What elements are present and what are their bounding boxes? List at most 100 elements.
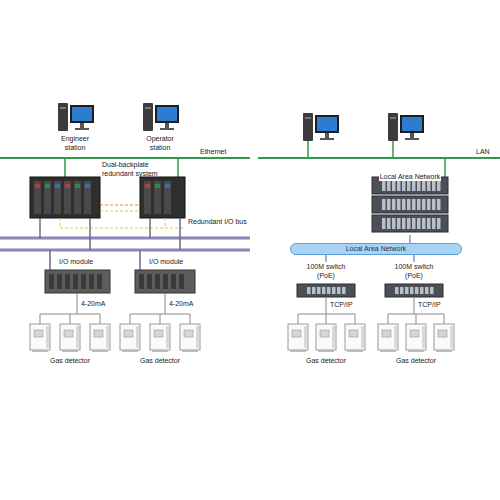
wire <box>165 293 166 314</box>
io-slot <box>163 274 168 289</box>
pc-tower <box>58 103 68 131</box>
pc-tower <box>143 103 153 131</box>
io-slot <box>65 274 70 289</box>
lan-drop <box>392 141 394 158</box>
annotation-label: Ethernet <box>200 147 226 156</box>
node-label: 100M switch (PoE) <box>389 262 439 280</box>
rack-card <box>54 181 61 214</box>
switch-port <box>417 218 421 229</box>
switch-port <box>402 199 406 210</box>
annotation-label: TCP/IP <box>330 300 353 309</box>
pc-screen <box>72 107 92 121</box>
switch-port <box>407 218 411 229</box>
io-slot <box>171 274 176 289</box>
gas-detector-window <box>154 330 163 337</box>
gas-detector-body <box>90 324 110 350</box>
gas-detector-body <box>180 324 200 350</box>
io-slot <box>57 274 62 289</box>
switch-port <box>395 287 399 294</box>
gas-detector-side <box>450 326 453 348</box>
rack-led <box>165 184 170 188</box>
node-label: Operator station <box>137 134 183 152</box>
switch-port <box>307 287 311 294</box>
pc-tower <box>388 113 398 141</box>
switch-port <box>327 287 331 294</box>
pc-stand <box>410 133 414 138</box>
rack-card <box>154 181 161 214</box>
ethernet-line <box>0 157 250 159</box>
switch-port <box>392 199 396 210</box>
switch-port <box>382 199 386 210</box>
switch-port <box>387 218 391 229</box>
pc-monitor <box>70 105 94 123</box>
switch-port <box>317 287 321 294</box>
switch-port <box>430 287 434 294</box>
lan-drop <box>444 158 446 177</box>
wire <box>326 314 327 324</box>
gas-detector-base <box>32 350 48 352</box>
wire <box>190 314 191 324</box>
workstation: Engineer station <box>52 103 98 152</box>
switch-port <box>410 287 414 294</box>
rack-card <box>34 181 41 214</box>
annotation-label: 4-20mA <box>169 299 194 308</box>
gas-detector-base <box>122 350 138 352</box>
switch-port <box>407 180 411 191</box>
switch-port <box>432 218 436 229</box>
gas-detector-window <box>94 330 103 337</box>
rack-card <box>84 181 91 214</box>
gas-detector-base <box>318 350 334 352</box>
switch-port <box>332 287 336 294</box>
bus-drop <box>89 218 91 250</box>
annotation-label: Gas detector <box>140 356 180 365</box>
ethernet-drop <box>177 158 179 177</box>
controller-rack <box>30 177 100 218</box>
gas-detector-window <box>34 330 43 337</box>
switch-port <box>402 218 406 229</box>
redundant-link <box>60 218 61 228</box>
node-label: Local Area Network <box>291 244 461 254</box>
rack-led <box>75 184 80 188</box>
switch-port <box>387 180 391 191</box>
switch-port <box>437 218 441 229</box>
io-slot <box>179 274 184 289</box>
node-label: Local Area Network <box>379 172 442 181</box>
switch-port <box>405 287 409 294</box>
gas-detector-base <box>92 350 108 352</box>
gas-detector-side <box>46 326 49 348</box>
pc-monitor <box>155 105 179 123</box>
gas-detector-side <box>196 326 199 348</box>
network-band: Local Area Network <box>290 243 462 255</box>
gas-detector-base <box>408 350 424 352</box>
rack-led <box>45 184 50 188</box>
redundant-link <box>60 228 185 229</box>
annotation-label: TCP/IP <box>418 300 441 309</box>
switch-port <box>420 287 424 294</box>
gas-detector-side <box>106 326 109 348</box>
switch-port <box>427 199 431 210</box>
switch-port <box>382 180 386 191</box>
wire <box>444 314 445 324</box>
redundant-link <box>100 205 140 206</box>
gas-detector-side <box>332 326 335 348</box>
workstation: Operator station <box>137 103 183 152</box>
switch-port <box>432 199 436 210</box>
gas-detector-side <box>304 326 307 348</box>
gas-detector-window <box>64 330 73 337</box>
gas-detector-body <box>345 324 365 350</box>
switch-body <box>372 215 448 232</box>
switch-port <box>392 218 396 229</box>
switch-port <box>415 287 419 294</box>
rack-card <box>144 181 151 214</box>
controller-rack <box>140 177 185 218</box>
gas-detector-body <box>288 324 308 350</box>
lan-drop <box>307 141 309 158</box>
wire <box>100 314 101 324</box>
annotation-label: LAN <box>476 147 490 156</box>
gas-detector-window <box>410 330 419 337</box>
gas-detector-side <box>76 326 79 348</box>
gas-detector-body <box>60 324 80 350</box>
gas-detector-side <box>394 326 397 348</box>
pc-base <box>320 138 334 140</box>
gas-detector-body <box>120 324 140 350</box>
